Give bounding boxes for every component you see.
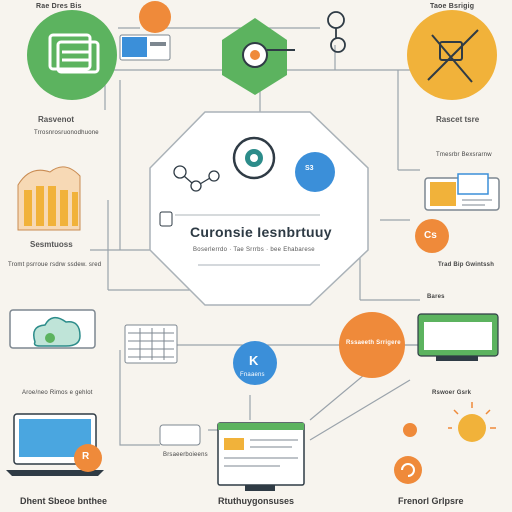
orange-badge-laptop bbox=[74, 444, 102, 472]
right-circle-text: Cs bbox=[424, 230, 437, 241]
node-k-text: K bbox=[249, 353, 259, 368]
right-mid-title: Trad Bip Gwintssh bbox=[438, 262, 495, 268]
orange-node bbox=[339, 312, 405, 378]
center-subtitle: Boserlerrdo · Tae Srrrbs · bee Ehabarese bbox=[193, 247, 315, 253]
table-card bbox=[124, 324, 178, 364]
orange-spiral-node bbox=[394, 456, 422, 484]
left-upper-title: Rasvenot bbox=[38, 115, 75, 124]
top-left-label: Rae Dres Bis bbox=[36, 3, 82, 10]
blue-node-k bbox=[233, 341, 277, 385]
small-card-bottom bbox=[159, 424, 201, 446]
browser-card-top bbox=[119, 34, 171, 61]
node-k-sub: Fnaaens bbox=[240, 372, 265, 378]
bottom-mid-sub: Brsaeerboieens bbox=[163, 452, 208, 458]
green-monitor-icon bbox=[417, 313, 499, 361]
bottom-monitor-icon bbox=[217, 422, 305, 491]
center-eye-icon bbox=[232, 136, 276, 180]
laptop-badge-text: R bbox=[82, 451, 90, 462]
center-bubble-text: S3 bbox=[305, 165, 314, 172]
center-title: Curonsie Iesnbrtuuy bbox=[190, 224, 332, 240]
small-orange-dot bbox=[403, 423, 417, 437]
orange-node-text: Rssaeeth Srrigere bbox=[346, 340, 401, 346]
documents-icon bbox=[48, 33, 100, 74]
cloud-screen-icon bbox=[9, 309, 96, 349]
molecule-icon bbox=[173, 165, 220, 192]
tools-icon bbox=[427, 29, 479, 83]
left-upper-sub: Trrosnrosruonodhuone bbox=[34, 130, 99, 136]
pencil-icon bbox=[159, 211, 320, 227]
orange-circle-top bbox=[139, 1, 171, 33]
bottom-center-title: Rtuthuygonsuses bbox=[218, 496, 295, 506]
right-lower-title: Rswoer Gsrk bbox=[432, 390, 472, 396]
right-upper-sub: Tmesrbr Bexsrarnw bbox=[436, 152, 492, 158]
glasses-icon bbox=[327, 11, 346, 53]
left-lower-title: Aroe/neo Rimos e gehlot bbox=[22, 390, 93, 396]
top-right-label: Taoe Bsrigig bbox=[430, 3, 475, 10]
bottom-left-title: Dhent Sbeoe bnthee bbox=[20, 496, 108, 506]
right-upper-title: Rascet tsre bbox=[436, 115, 480, 124]
right-mid-sub: Bares bbox=[427, 294, 445, 300]
lightbulb-icon bbox=[448, 402, 496, 442]
laptop-icon bbox=[6, 413, 104, 476]
orange-circle-right bbox=[415, 219, 449, 253]
magnifier-icon bbox=[242, 42, 295, 68]
left-mid-title: Sesmtuoss bbox=[30, 240, 73, 249]
blue-chat-bubble bbox=[295, 152, 335, 192]
dashboard-card-right bbox=[424, 173, 500, 211]
bottom-right-title: Frenorl Grlpsre bbox=[398, 496, 464, 506]
green-circle-top-left bbox=[27, 10, 117, 100]
left-mid-sub: Tromt psrroue rsdrw ssdew. sred bbox=[8, 262, 102, 268]
building-icon bbox=[17, 166, 81, 231]
